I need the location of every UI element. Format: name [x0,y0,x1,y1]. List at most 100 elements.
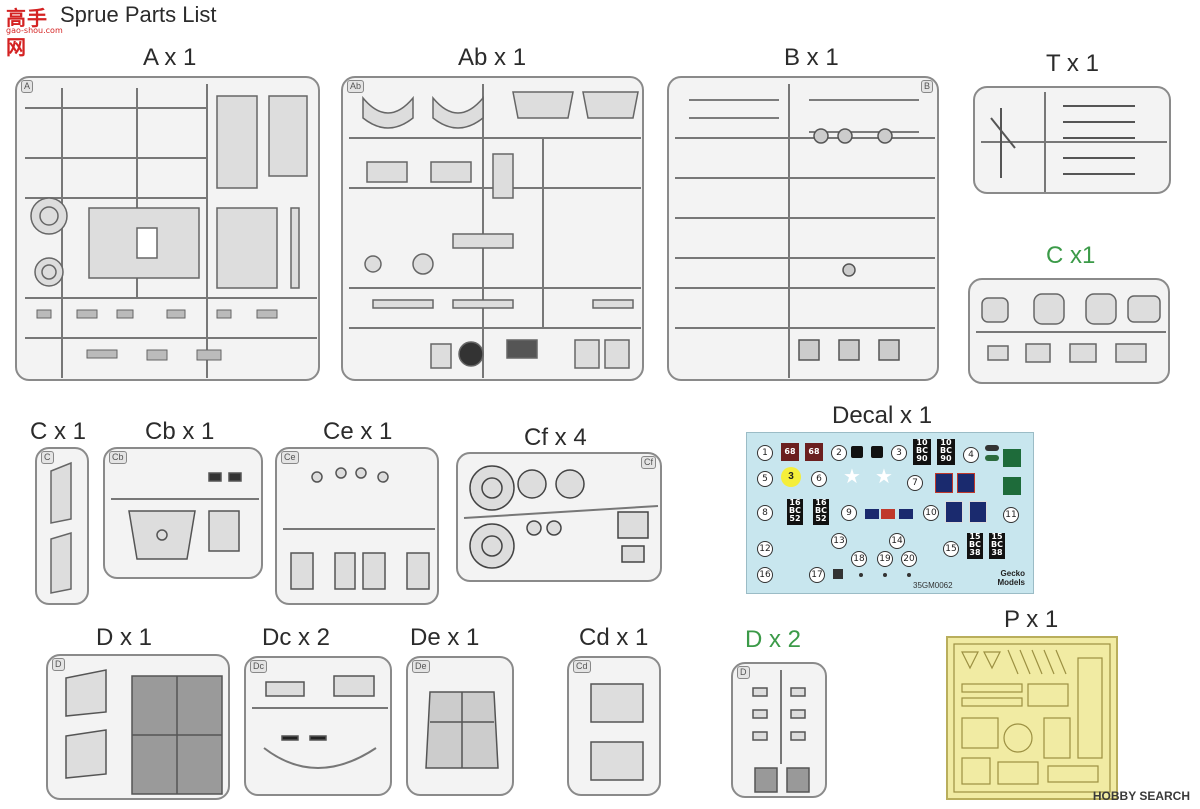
decal-number: 9 [841,505,857,521]
sprue-c-green-parts [976,293,1166,363]
sprue-b-parts [675,84,935,378]
decal-number: 17 [809,567,825,583]
sprue-corner-tag: B [920,80,933,93]
sprue-cd-frame: Cd [567,656,661,796]
decal-number: 7 [907,475,923,491]
decal-yellow-dot: 3 [781,467,801,487]
sprue-corner-tag: D [52,658,65,671]
logo-text: 高手网 [6,8,48,59]
label-sprue-b: B x 1 [784,44,839,71]
label-sprue-c: C x 1 [30,418,87,445]
sprue-a-parts [25,84,317,378]
brand-line: Gecko [1000,569,1025,578]
decal-mark-line: 16 [789,498,801,507]
decal-number: 18 [851,551,867,567]
decal-dot [859,573,863,577]
sprue-de-frame: De [406,656,514,796]
sprue-cd-parts [590,683,644,781]
decal-mark-line: 52 [815,514,827,523]
sprue-cb-parts [111,472,259,560]
decal-number: 20 [901,551,917,567]
sprue-cf-frame: Cf [456,452,662,582]
decal-flag-icon [899,509,913,519]
decal-mark-line: 10 [940,438,952,447]
decal-small-mark [833,569,843,579]
label-sprue-de: De x 1 [410,624,480,651]
page-title: Sprue Parts List [60,2,217,27]
photo-etch-fret [946,636,1118,800]
label-sprue-dc: Dc x 2 [262,624,331,651]
label-sprue-cd: Cd x 1 [579,624,649,651]
star-icon: ★ [875,466,893,488]
sprue-corner-tag: De [412,660,430,673]
decal-mark-line: 52 [789,514,801,523]
sprue-b-frame: B [667,76,939,381]
gecko-models-logo: Gecko Models [959,569,1025,589]
decal-mark-line: BC [916,446,928,455]
brand-line: Models [997,578,1025,587]
unit-shield-icon [945,501,963,523]
decal-flag-icon [865,509,879,519]
decal-mark-68: 68 [805,443,823,461]
decal-dash-icon [985,445,999,451]
decal-mark-line: 38 [969,548,981,557]
decal-number: 5 [757,471,773,487]
sprue-corner-tag: A [21,80,34,93]
unit-shield-icon [969,501,987,523]
unit-crest-icon [935,473,953,493]
label-sprue-d-green: D x 2 [745,626,802,653]
unit-crest-icon [957,473,975,493]
sprue-corner-tag: D [737,666,750,679]
decal-number: 2 [831,445,847,461]
sprue-ab-frame: Ab [341,76,644,381]
sprue-corner-tag: C [41,451,54,464]
sprue-c-green-frame [968,278,1170,384]
sprue-ce-frame: Ce [275,447,439,605]
sprue-corner-tag: Cb [109,451,127,464]
sprue-corner-tag: Dc [250,660,267,673]
label-sprue-cb: Cb x 1 [145,418,215,445]
roundel-icon [871,446,883,458]
star-icon: ★ [843,466,861,488]
decal-number: 16 [757,567,773,583]
label-sprue-ce: Ce x 1 [323,418,393,445]
sprue-corner-tag: Cf [641,456,656,469]
sprue-a-frame: A [15,76,320,381]
decal-number: 12 [757,541,773,557]
sprue-corner-tag: Ce [281,451,299,464]
decal-number: 8 [757,505,773,521]
decal-code: 35GM0062 [913,581,953,590]
decal-mark-line: BC [969,540,981,549]
sprue-dc-frame: Dc [244,656,392,796]
decal-mark-line: 15 [969,532,981,541]
sprue-corner-tag: Ab [347,80,365,93]
label-sprue-c-green: C x1 [1046,242,1096,269]
logo-url: gao-shou.com [6,26,63,35]
label-decal: Decal x 1 [832,402,933,429]
sprue-d-green-parts [752,670,810,793]
decal-number: 19 [877,551,893,567]
decal-dot [883,573,887,577]
label-sprue-a: A x 1 [143,44,197,71]
decal-number: 1 [757,445,773,461]
label-sprue-ab: Ab x 1 [458,44,527,71]
roundel-icon [851,446,863,458]
label-sprue-cf: Cf x 4 [524,424,587,451]
sprue-cb-frame: Cb [103,447,263,579]
decal-mark-line: 10 [916,438,928,447]
site-logo: 高手网 gao-shou.com [4,2,68,59]
decal-mark-line: BC [991,540,1003,549]
sprue-cf-parts [463,465,659,569]
decal-mark-line: BC [789,506,801,515]
label-sprue-t: T x 1 [1046,50,1099,77]
sprue-de-parts [425,691,499,769]
decal-mark-68: 68 [781,443,799,461]
sprue-corner-tag: Cd [573,660,591,673]
sprue-d-parts [65,669,223,795]
